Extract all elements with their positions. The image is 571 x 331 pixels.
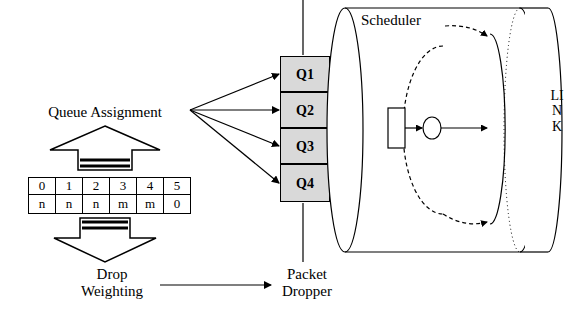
connector-arrow <box>190 74 279 110</box>
table-cell: n <box>55 194 83 214</box>
scheduler-cylinder: Scheduler <box>325 6 525 256</box>
table-cell: 0 <box>163 194 191 214</box>
arrow-stripe <box>82 227 128 230</box>
assignment-label: Queue Assignment <box>22 104 188 125</box>
node-text: Scheduler <box>359 12 423 29</box>
table-cell: m <box>136 194 164 214</box>
table-header-cell: 1 <box>55 177 83 195</box>
node-text: Q1 <box>296 66 314 83</box>
table-cell: m <box>109 194 137 214</box>
weighting-label: Drop Weighting <box>66 266 158 304</box>
table-header-cell: 2 <box>82 177 110 195</box>
table-header-cell: 0 <box>28 177 56 195</box>
table-cell: n <box>82 194 110 214</box>
down-arrow <box>54 218 156 262</box>
queue-box: Q2 <box>280 92 330 128</box>
queue-box: Q4 <box>280 164 330 202</box>
connector-arrow <box>160 284 271 285</box>
node-text: Queue Assignment <box>22 104 188 121</box>
dropper-label: Packet Dropper <box>272 266 342 304</box>
cylinder-edge <box>520 7 548 8</box>
connector-arrow <box>190 109 279 110</box>
arrow-stripe <box>82 221 128 224</box>
node-text: Q3 <box>296 138 314 155</box>
table-cell: n <box>28 194 56 214</box>
table-header-cell: 5 <box>163 177 191 195</box>
queue-box: Q3 <box>280 128 330 164</box>
arrow-stripe <box>80 165 130 168</box>
table-header-cell: 4 <box>136 177 164 195</box>
arrow-stripe <box>80 159 130 162</box>
connector-arrow <box>190 110 279 183</box>
node-text: Packet Dropper <box>272 266 342 300</box>
divider-line <box>302 203 303 262</box>
node-text: Drop Weighting <box>66 266 158 300</box>
divider-line <box>302 0 303 55</box>
node-text: Q2 <box>296 102 314 119</box>
up-arrow <box>50 126 160 170</box>
cylinder-edge <box>520 251 548 252</box>
cylinder-outline <box>325 6 525 256</box>
link-label: LINK <box>550 88 564 134</box>
table-header-cell: 3 <box>109 177 137 195</box>
connector-arrow <box>190 110 279 146</box>
node-text: Q4 <box>296 175 314 192</box>
queue-box: Q1 <box>280 56 330 92</box>
